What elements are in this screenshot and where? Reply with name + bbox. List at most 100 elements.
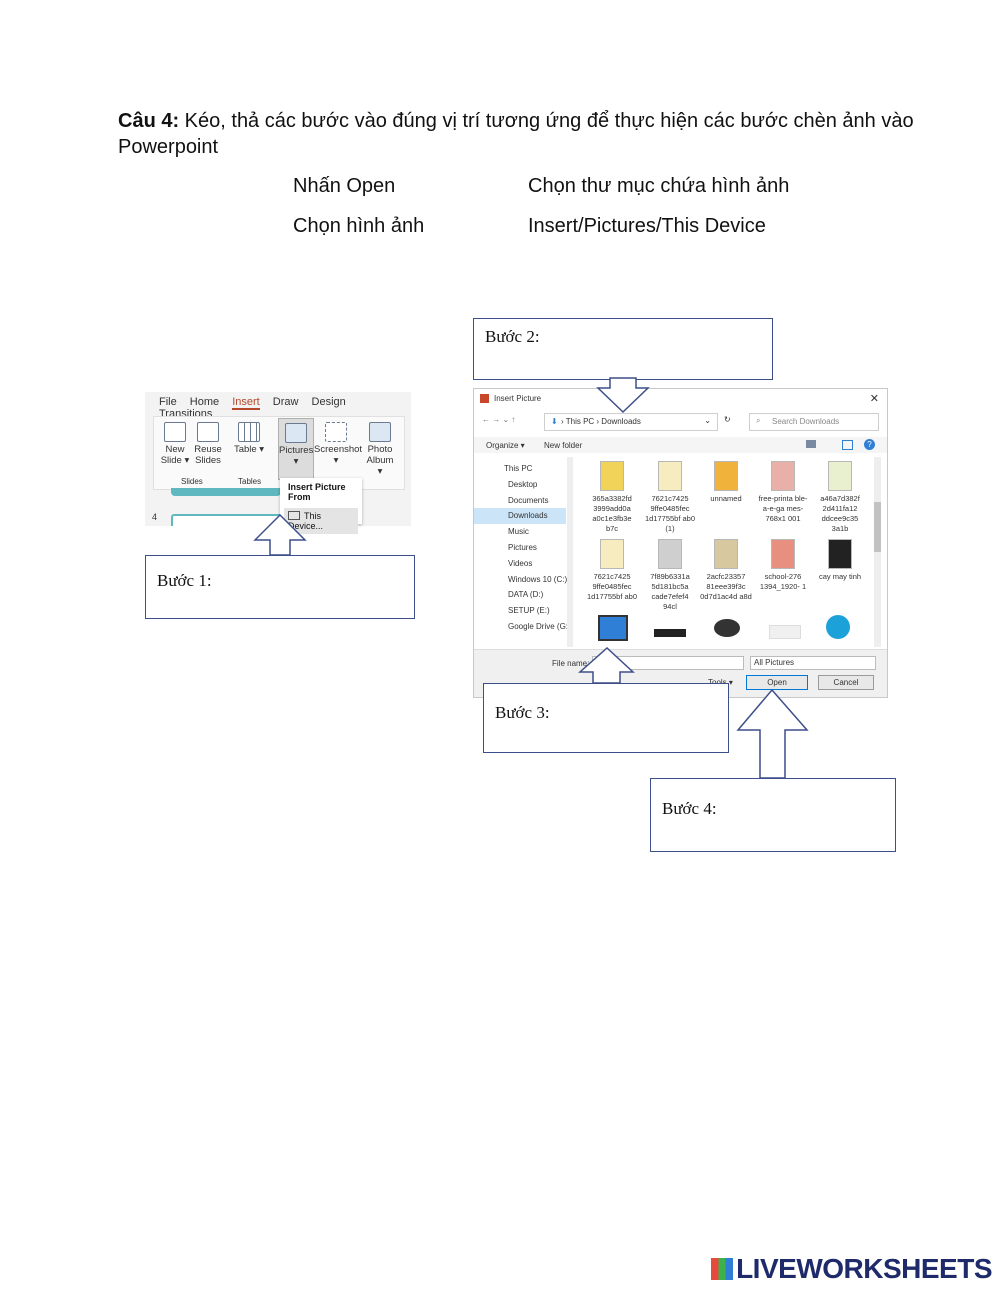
ribbon-screenshot: File Home Insert Draw Design Transitions…	[145, 392, 411, 526]
photo-album-button: Photo Album ▾	[363, 422, 397, 477]
device-icon	[288, 511, 300, 520]
tree-music: Music	[508, 527, 529, 537]
blank-thumbnail	[769, 625, 801, 639]
file-item: 365a3382fd 3999add0a a0c1e3fb3e b7c	[586, 461, 638, 534]
dialog-title: Insert Picture	[494, 394, 542, 403]
file-item: 7621c7425 9ffe0485fec 1d17755bf ab0	[586, 539, 638, 602]
view-icon	[806, 440, 816, 448]
folder-tree: This PC Desktop Documents Downloads Musi…	[474, 461, 569, 645]
search-input: Search Downloads	[772, 417, 840, 426]
pictures-button: Pictures ▾	[278, 418, 314, 480]
tree-google-drive: Google Drive (G:	[508, 621, 569, 631]
option-choose-folder[interactable]: Chọn thư mục chứa hình ảnh	[528, 175, 790, 197]
tree-documents: Documents	[508, 495, 549, 505]
step-1-dropzone[interactable]	[145, 555, 415, 619]
slide-number: 4	[152, 512, 158, 522]
tree-pictures: Pictures	[508, 542, 537, 552]
tab-home: Home	[189, 396, 220, 408]
question: Câu 4: Kéo, thả các bước vào đúng vị trí…	[118, 108, 938, 160]
tree-this-pc: This PC	[504, 464, 533, 473]
monitor-thumbnail	[598, 615, 628, 641]
screenshot-button: Screenshot ▾	[314, 422, 362, 466]
file-item: 7621c7425 9ffe0485fec 1d17755bf ab0 (1)	[644, 461, 696, 534]
open-button: Open	[746, 675, 808, 690]
help-icon: ?	[864, 439, 875, 450]
step-1-label: Bước 1:	[157, 571, 212, 590]
refresh-icon: ↻	[724, 415, 731, 424]
new-slide-button: New Slide ▾	[159, 422, 191, 466]
file-item: a46a7d382f 2d411fa12 ddcee9c35 3a1b	[814, 461, 866, 534]
chevron-down-icon: ⌄	[704, 416, 711, 425]
question-text: Kéo, thả các bước vào đúng vị trí tương …	[118, 110, 914, 158]
arrow-step-2	[596, 377, 650, 414]
slide-thumbnail-top	[171, 488, 281, 496]
screenshot-icon	[325, 422, 347, 442]
file-item: unnamed	[700, 461, 752, 504]
mouse-thumbnail	[714, 619, 740, 637]
tab-insert: Insert	[232, 396, 260, 410]
liveworksheets-icon	[711, 1258, 734, 1280]
download-icon: ⬇	[551, 417, 558, 426]
image-icon	[600, 461, 624, 491]
tree-desktop: Desktop	[508, 479, 538, 489]
insert-picture-menu: Insert Picture From This Device...	[280, 478, 362, 534]
tab-file: File	[159, 396, 177, 408]
keyboard-thumbnail	[654, 629, 686, 637]
close-icon: ✕	[869, 393, 879, 405]
tab-draw: Draw	[272, 396, 299, 408]
tree-downloads: Downloads	[474, 508, 566, 525]
photo-album-icon	[369, 422, 391, 442]
tools-button: Tools ▾	[708, 678, 733, 687]
tab-design: Design	[311, 396, 346, 408]
image-icon	[771, 539, 795, 569]
nav-arrows-icon: ← → ⌄ ↑	[482, 415, 516, 424]
cancel-button: Cancel	[818, 675, 874, 690]
preview-pane-icon	[842, 440, 853, 450]
group-slides: Slides	[181, 477, 203, 486]
pictures-icon	[285, 423, 307, 443]
organize-button: Organize ▾	[486, 441, 525, 450]
file-item: cay may tinh	[814, 539, 866, 582]
image-icon	[714, 461, 738, 491]
search-icon: ⌕	[756, 416, 761, 425]
arrow-step-3	[578, 646, 635, 684]
image-icon	[714, 539, 738, 569]
tree-setup-e: SETUP (E:)	[508, 606, 550, 616]
image-icon	[658, 461, 682, 491]
group-tables: Tables	[238, 477, 262, 486]
tree-windows-c: Windows 10 (C:)	[508, 574, 568, 584]
powerpoint-icon	[480, 394, 489, 403]
file-item: 7f89b6331a 5d181bc5a cade7efef4 94cl	[644, 539, 696, 612]
arrow-step-4	[736, 688, 809, 779]
tree-data-d: DATA (D:)	[508, 590, 544, 600]
arrow-step-1	[253, 513, 307, 556]
file-type-select: All Pictures	[754, 658, 795, 667]
tree-videos: Videos	[508, 558, 533, 568]
step-3-dropzone[interactable]	[483, 683, 729, 753]
file-item: free-printa ble-a-e-ga mes-768x1 001	[757, 461, 809, 524]
reuse-slides-button: Reuse Slides	[193, 422, 223, 466]
step-3-label: Bước 3:	[495, 703, 550, 722]
option-choose-image[interactable]: Chọn hình ảnh	[293, 215, 425, 237]
file-item: school-276 1394_1920- 1	[757, 539, 809, 592]
edge-thumbnail	[826, 615, 850, 639]
step-4-label: Bước 4:	[662, 799, 717, 818]
option-open[interactable]: Nhấn Open	[293, 175, 396, 197]
liveworksheets-logo: LIVEWORKSHEETS	[711, 1253, 992, 1285]
question-label: Câu 4:	[118, 110, 180, 132]
step-4-dropzone[interactable]	[650, 778, 896, 852]
tree-scrollbar	[567, 457, 573, 647]
image-icon	[771, 461, 795, 491]
step-2-label: Bước 2:	[485, 327, 540, 346]
table-button: Table ▾	[233, 422, 265, 455]
image-icon	[600, 539, 624, 569]
reuse-slides-icon	[197, 422, 219, 442]
insert-picture-dialog: Insert Picture ✕ ← → ⌄ ↑ ⬇ › This PC › D…	[473, 388, 888, 698]
file-name-label: File name:	[552, 659, 590, 668]
breadcrumb: › This PC › Downloads	[561, 417, 641, 426]
image-icon	[658, 539, 682, 569]
image-icon	[828, 461, 852, 491]
menu-header: Insert Picture From	[288, 482, 346, 502]
option-insert-pictures[interactable]: Insert/Pictures/This Device	[528, 215, 766, 237]
